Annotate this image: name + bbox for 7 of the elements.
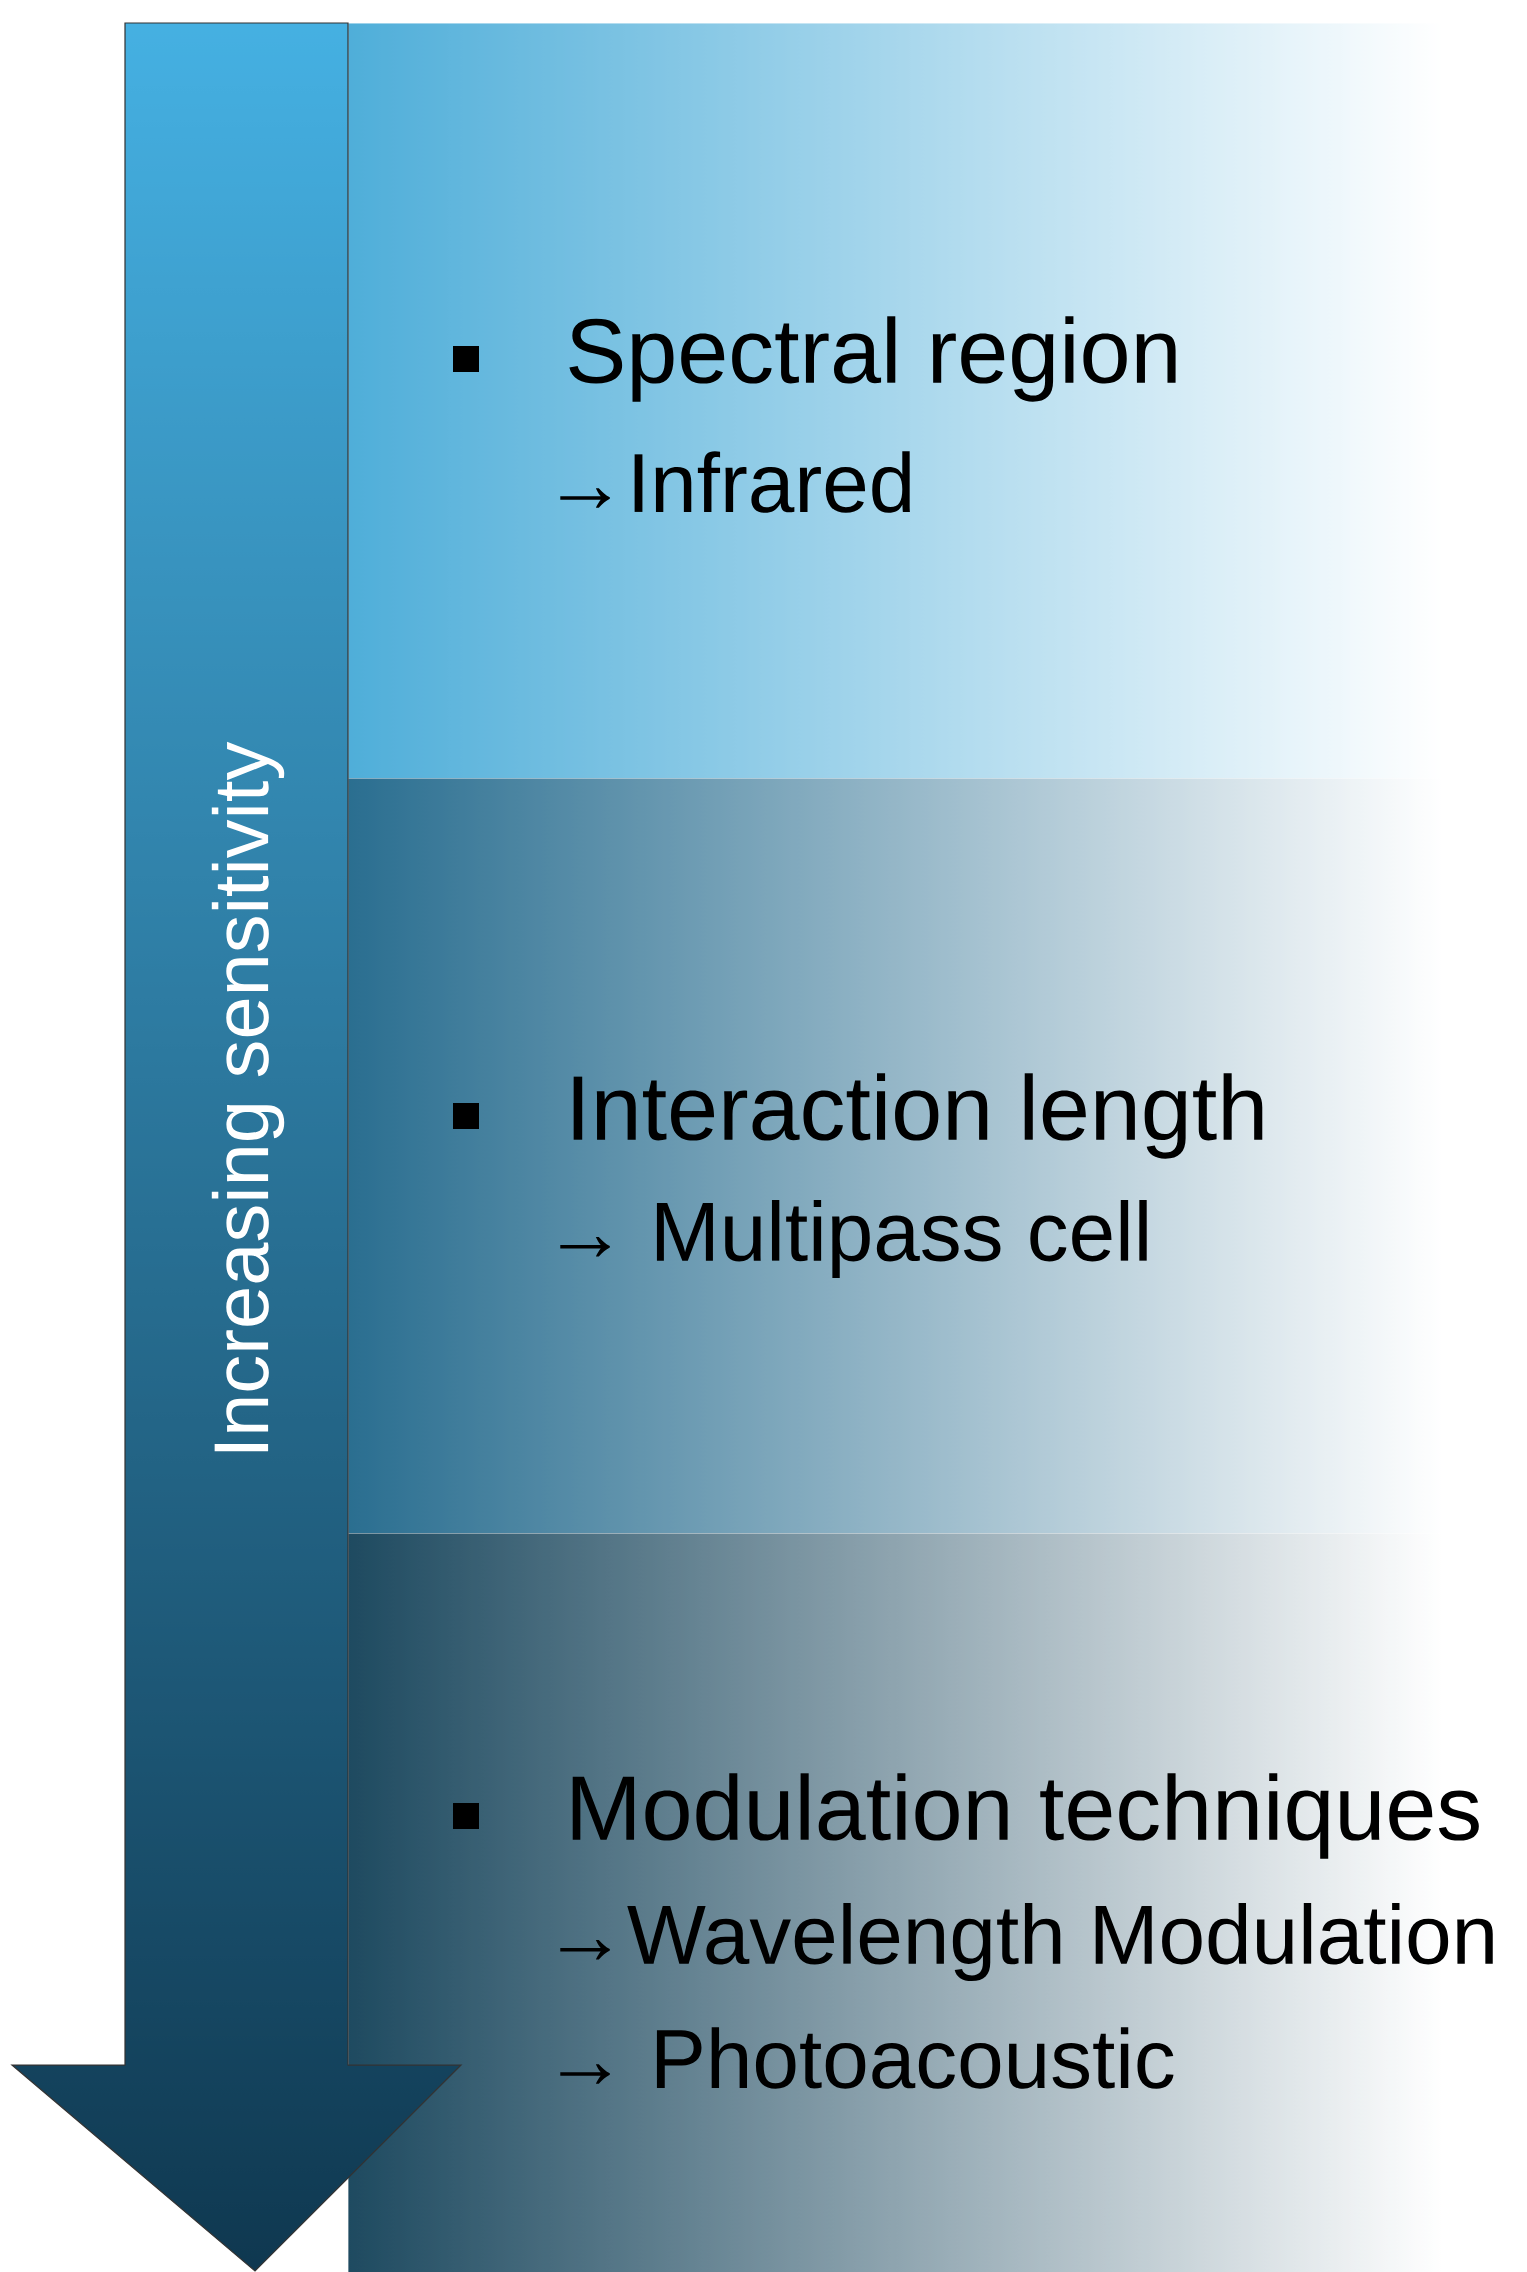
heading: Spectral region <box>569 316 1176 402</box>
item-text: → Multipass cell <box>560 1200 1147 1278</box>
heading: Interaction length <box>573 1073 1263 1159</box>
item-text: →Wavelength Modulation <box>560 1903 1493 1981</box>
item-text: →Infrared <box>560 451 910 513</box>
heading: Modulation techniques <box>572 1773 1479 1859</box>
item-text: → Photoacoustic <box>560 2027 1174 2089</box>
